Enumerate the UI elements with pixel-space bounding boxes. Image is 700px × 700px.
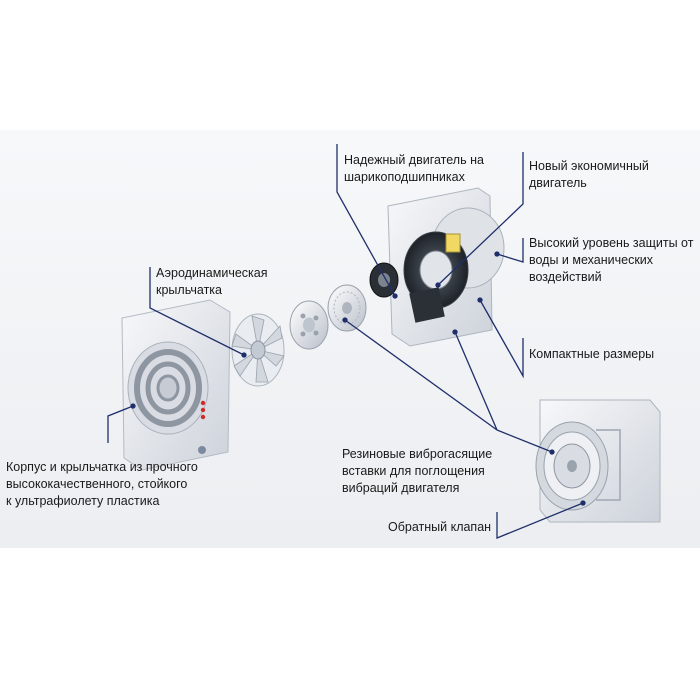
label-compact: Компактные размеры bbox=[529, 347, 655, 361]
label-rubber-inserts: Резиновые виброгасящие вставки для погло… bbox=[342, 447, 493, 495]
impeller bbox=[231, 313, 285, 387]
leader-impeller bbox=[149, 267, 245, 356]
rotor-disc bbox=[289, 300, 329, 350]
fan-front-cover bbox=[121, 299, 231, 471]
brand-logo bbox=[198, 446, 206, 454]
label-new-motor: Новый экономичный двигатель bbox=[529, 159, 649, 190]
assembled-fan bbox=[535, 399, 661, 523]
leader-new-motor bbox=[437, 152, 524, 286]
label-impeller: Аэродинамическая крыльчатка bbox=[156, 266, 268, 297]
label-motor-bearings: Надежный двигатель на шарикоподшипниках bbox=[344, 153, 484, 184]
leader-housing bbox=[107, 405, 134, 443]
leader-compact bbox=[479, 299, 524, 379]
leader-rubber-a bbox=[454, 331, 498, 431]
label-protection: Высокий уровень защиты от воды и механич… bbox=[529, 236, 694, 284]
indicator-led bbox=[200, 400, 206, 406]
label-check-valve: Обратный клапан bbox=[388, 520, 492, 534]
leader-valve bbox=[496, 502, 584, 539]
motor-assembly bbox=[369, 187, 505, 347]
leader-lines bbox=[107, 144, 586, 539]
indicator-led bbox=[200, 414, 206, 420]
label-housing: Корпус и крыльчатка из прочного высокока… bbox=[6, 460, 198, 508]
circuit-component bbox=[445, 233, 461, 253]
leader-motor-bearings bbox=[336, 144, 396, 297]
bearing-plate bbox=[327, 284, 367, 332]
indicator-led bbox=[200, 407, 206, 413]
